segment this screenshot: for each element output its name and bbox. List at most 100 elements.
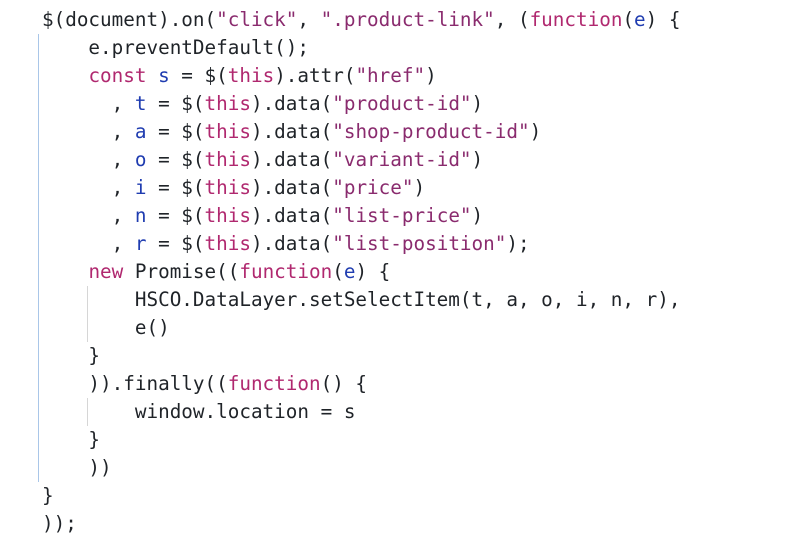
code-text: = $( [146,148,205,171]
code-text: ( [332,260,344,283]
code-text: )) [42,456,112,479]
code-text: HSCO.DataLayer.setSelectItem(t, a, o, i,… [42,288,681,311]
code-line: } [42,482,680,510]
keyword-token: this [204,148,251,171]
code-line: , t = $(this).data("product-id") [42,90,680,118]
code-text: = $( [146,92,205,115]
code-text: window.location = s [42,400,356,423]
code-text: , [42,176,135,199]
code-line: , n = $(this).data("list-price") [42,202,680,230]
code-text [42,64,88,87]
code-text: } [42,484,54,507]
code-text: ) [471,204,484,227]
string-token: "list-price" [332,204,472,227]
code-line: const s = $(this).attr("href") [42,62,680,90]
indent-guide-promise [87,286,88,342]
string-token: "list-position" [332,232,507,255]
code-line: )) [42,454,680,482]
code-text: , [42,232,135,255]
code-text: , [42,120,135,143]
identifier-token: a [134,120,147,143]
code-text: ) [471,92,484,115]
string-token: ".product-link" [320,8,495,31]
keyword-token: function [529,8,623,31]
code-text: , [297,8,321,31]
code-text: ) [529,120,542,143]
code-line: HSCO.DataLayer.setSelectItem(t, a, o, i,… [42,286,681,314]
code-line: e.preventDefault(); [42,34,680,62]
code-text: e() [42,316,170,339]
identifier-token: r [134,232,147,255]
identifier-token: i [134,176,147,199]
code-line: new Promise((function(e) { [42,258,680,286]
code-line: )); [42,510,680,538]
code-text: , [42,148,135,171]
code-text: ).attr( [274,64,356,87]
keyword-token: this [204,92,251,115]
string-token: "product-id" [332,92,472,115]
code-text: ) { [355,260,391,283]
keyword-token: function [239,260,333,283]
code-text: e.preventDefault(); [42,36,309,59]
code-text: } [42,344,101,367]
code-text: ) [425,64,437,87]
code-text: , [42,204,135,227]
string-token: "price" [332,176,414,199]
identifier-token: s [158,64,170,87]
code-text: )); [42,512,77,535]
code-text: , [42,92,135,115]
code-text: , ( [494,8,530,31]
code-text: Promise(( [123,260,240,283]
code-text: ).data( [250,120,333,143]
keyword-token: const [88,64,147,87]
code-text: = $( [146,204,205,227]
keyword-token: this [204,120,251,143]
indent-guide-outer [38,34,39,482]
code-text: = $( [169,64,228,87]
keyword-token: this [204,204,251,227]
code-text: ); [506,232,530,255]
code-text: ).data( [250,92,333,115]
keyword-token: new [88,260,124,283]
code-text: } [42,428,101,451]
code-text: ( [622,8,635,31]
code-text: ) { [645,8,681,31]
code-text: ).data( [250,204,333,227]
code-line: window.location = s [42,398,680,426]
code-line: e() [42,314,680,342]
code-text: = $( [146,232,205,255]
code-text: = $( [146,120,205,143]
code-line: $(document).on("click", ".product-link",… [42,6,680,34]
string-token: "click" [216,8,298,31]
string-token: "shop-product-id" [332,120,530,143]
identifier-token: e [634,8,646,31]
indent-guide-finally [87,398,88,426]
identifier-token: t [134,92,147,115]
code-text [146,64,158,87]
code-text: ).data( [250,176,333,199]
code-line: , o = $(this).data("variant-id") [42,146,680,174]
code-line: , i = $(this).data("price") [42,174,680,202]
string-token: "variant-id" [332,148,472,171]
identifier-token: e [343,260,356,283]
code-line: , r = $(this).data("list-position"); [42,230,680,258]
code-line: } [42,342,680,370]
code-text [42,260,88,283]
code-text: )).finally(( [42,372,228,395]
code-block[interactable]: $(document).on("click", ".product-link",… [42,6,680,538]
code-line: , a = $(this).data("shop-product-id") [42,118,680,146]
code-text: = $( [146,176,205,199]
string-token: "href" [355,64,426,87]
code-text: ) [471,148,484,171]
code-text: ).data( [250,148,333,171]
keyword-token: function [227,372,321,395]
identifier-token: o [134,148,147,171]
keyword-token: this [204,176,251,199]
code-text: ) [413,176,426,199]
keyword-token: this [204,232,251,255]
code-text: $(document).on( [42,8,217,31]
code-line: } [42,426,680,454]
keyword-token: this [227,64,275,87]
code-line: )).finally((function() { [42,370,680,398]
